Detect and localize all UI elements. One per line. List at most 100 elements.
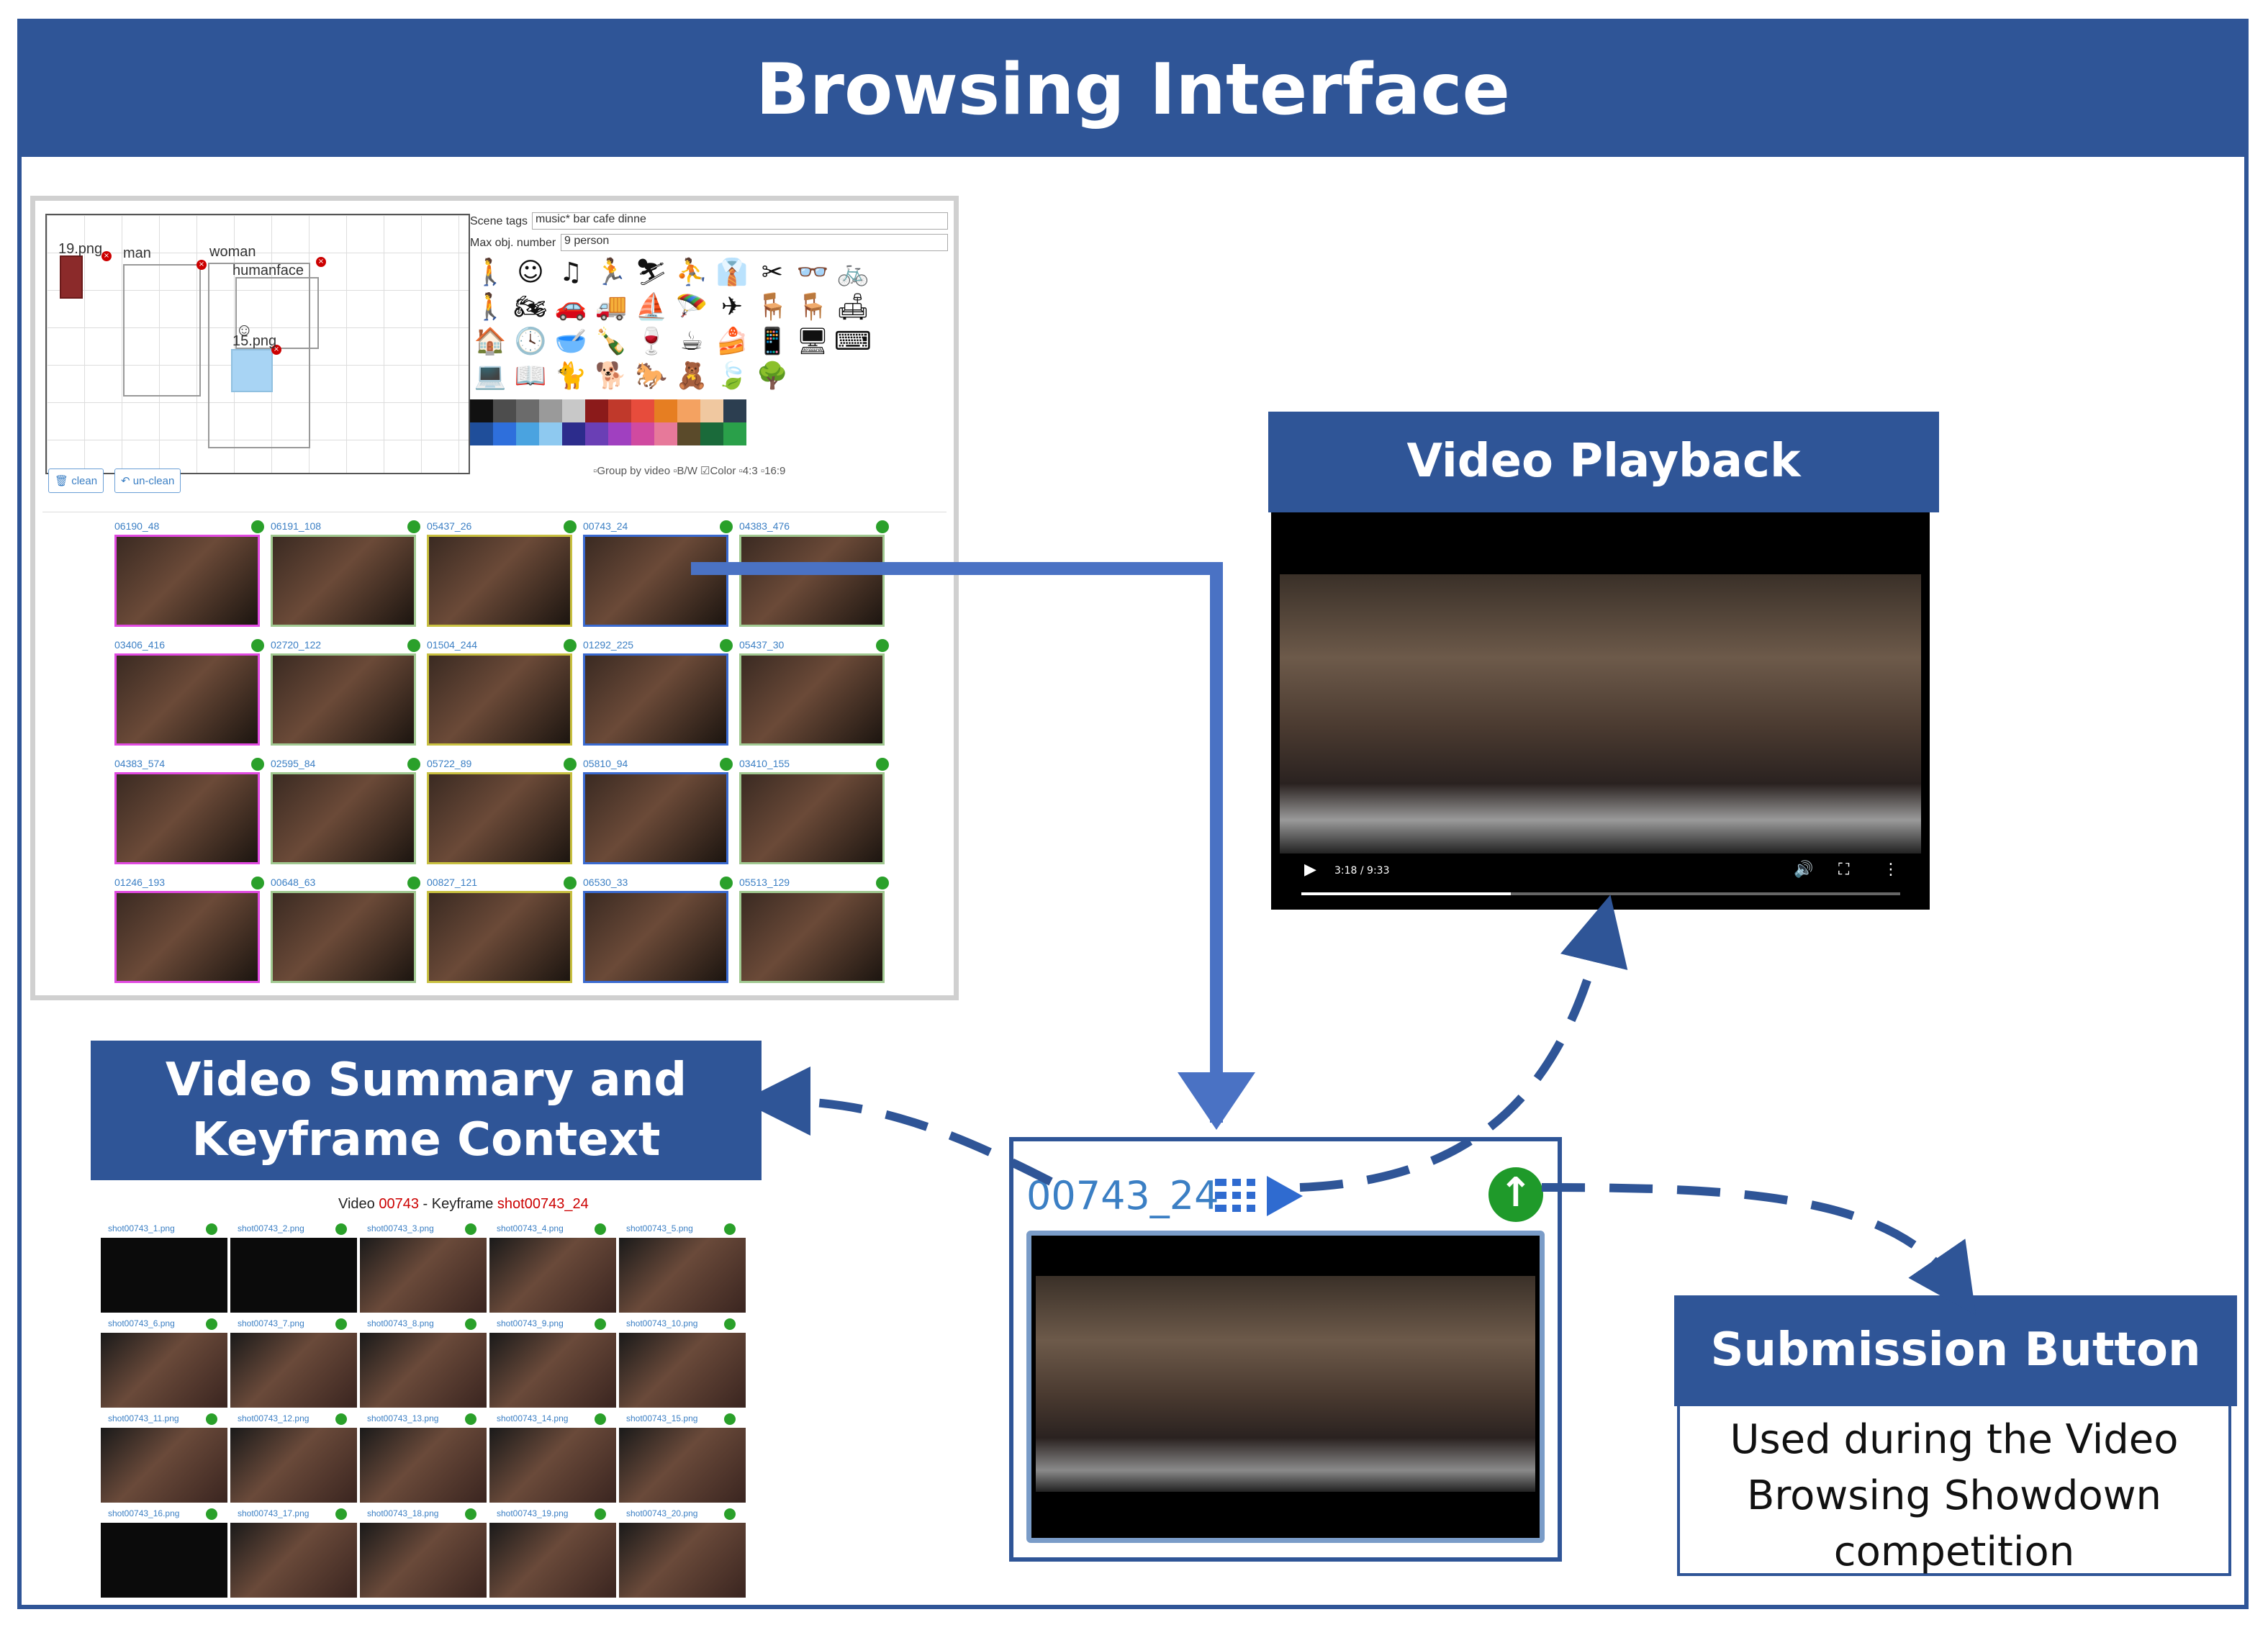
- result-thumbnail[interactable]: [739, 772, 885, 864]
- result-cell[interactable]: 05437_30: [739, 639, 895, 757]
- result-cell[interactable]: 06530_33: [583, 877, 738, 995]
- keyframe-cell[interactable]: shot00743_11.png: [101, 1413, 227, 1508]
- submit-arrow-icon[interactable]: [465, 1318, 476, 1330]
- keyframe-thumbnail[interactable]: [619, 1428, 746, 1503]
- result-cell[interactable]: 05437_26: [427, 520, 582, 638]
- keyframe-cell[interactable]: shot00743_15.png: [619, 1413, 746, 1508]
- submit-arrow-icon[interactable]: [724, 1508, 736, 1520]
- result-label[interactable]: 00648_63: [271, 877, 316, 888]
- result-label[interactable]: 01504_244: [427, 639, 478, 651]
- submit-arrow-icon[interactable]: [407, 639, 420, 652]
- submit-arrow-icon[interactable]: [335, 1413, 347, 1425]
- result-label[interactable]: 00827_121: [427, 877, 478, 888]
- keyframe-cell[interactable]: shot00743_12.png: [230, 1413, 357, 1508]
- volume-icon[interactable]: 🔊: [1794, 861, 1814, 879]
- object-icon[interactable]: 🐕: [595, 361, 628, 391]
- result-thumbnail[interactable]: [583, 891, 728, 983]
- result-thumbnail[interactable]: [271, 891, 416, 983]
- keyframe-thumbnail[interactable]: [101, 1523, 227, 1598]
- color-sketch-box[interactable]: [231, 349, 273, 392]
- result-label[interactable]: 06530_33: [583, 877, 628, 888]
- keyframe-cell[interactable]: shot00743_2.png: [230, 1223, 357, 1318]
- object-icon[interactable]: 👔: [715, 258, 749, 287]
- submit-arrow-icon[interactable]: [595, 1508, 606, 1520]
- more-icon[interactable]: ⋮: [1883, 861, 1899, 879]
- result-label[interactable]: 02720_122: [271, 639, 322, 651]
- object-icon[interactable]: 🏍: [514, 292, 547, 322]
- submit-arrow-icon[interactable]: [564, 758, 577, 771]
- object-icon[interactable]: 🚚: [595, 292, 628, 322]
- keyframe-thumbnail[interactable]: [360, 1238, 487, 1313]
- object-icon[interactable]: ⛷: [635, 258, 668, 287]
- submit-arrow-icon[interactable]: [206, 1223, 217, 1235]
- object-icon[interactable]: 🚶: [474, 292, 507, 322]
- play-icon[interactable]: [1267, 1176, 1303, 1216]
- object-icon[interactable]: 🥣: [554, 327, 587, 356]
- result-thumbnail[interactable]: [583, 653, 728, 746]
- submit-arrow-icon[interactable]: [251, 639, 264, 652]
- submit-arrow-icon[interactable]: [564, 639, 577, 652]
- submit-arrow-icon[interactable]: [564, 877, 577, 889]
- result-thumbnail[interactable]: [739, 653, 885, 746]
- progress-bar[interactable]: [1301, 892, 1900, 895]
- result-cell[interactable]: 03406_416: [114, 639, 270, 757]
- sketch-canvas[interactable]: × 19.png × man woman × humanface ☺ × 15.…: [45, 214, 470, 474]
- object-icon[interactable]: ⛹: [675, 258, 708, 287]
- object-icon[interactable]: 🌳: [756, 361, 789, 391]
- result-label[interactable]: 05810_94: [583, 758, 628, 769]
- submit-arrow-icon[interactable]: [724, 1413, 736, 1425]
- object-icon[interactable]: 🪑: [796, 292, 829, 322]
- result-cell[interactable]: 01246_193: [114, 877, 270, 995]
- keyframe-thumbnail[interactable]: [489, 1428, 616, 1503]
- object-icon[interactable]: 📱: [756, 327, 789, 356]
- result-thumbnail[interactable]: [583, 772, 728, 864]
- object-icon[interactable]: 🧸: [675, 361, 708, 391]
- remove-icon[interactable]: ×: [271, 345, 281, 355]
- color-palette[interactable]: [470, 399, 746, 445]
- object-icon[interactable]: 🚗: [554, 292, 587, 322]
- object-icon[interactable]: 📖: [514, 361, 547, 391]
- video-player[interactable]: ▶ 3:18 / 9:33 🔊 ⛶ ⋮: [1271, 512, 1930, 910]
- color-swatch[interactable]: [677, 399, 700, 422]
- submit-arrow-icon[interactable]: [251, 520, 264, 533]
- result-thumbnail[interactable]: [271, 772, 416, 864]
- result-cell[interactable]: 02595_84: [271, 758, 426, 876]
- submit-arrow-icon[interactable]: [251, 877, 264, 889]
- color-swatch[interactable]: [700, 422, 723, 445]
- play-icon[interactable]: ▶: [1304, 861, 1316, 879]
- result-label[interactable]: 01246_193: [114, 877, 166, 888]
- color-swatch[interactable]: [723, 422, 746, 445]
- object-icon[interactable]: 🏠: [474, 327, 507, 356]
- keyframe-thumbnail[interactable]: [360, 1333, 487, 1408]
- result-label[interactable]: 05437_26: [427, 520, 472, 532]
- submit-arrow-icon[interactable]: [407, 758, 420, 771]
- result-thumbnail[interactable]: [114, 891, 260, 983]
- color-swatch[interactable]: [493, 422, 516, 445]
- color-sketch-box[interactable]: [60, 255, 83, 299]
- object-icon[interactable]: ⛵: [635, 292, 668, 322]
- object-icon[interactable]: 🏃: [595, 258, 628, 287]
- submit-arrow-icon[interactable]: [876, 877, 889, 889]
- object-icon[interactable]: 🕓: [514, 327, 547, 356]
- keyframe-thumbnail[interactable]: [101, 1333, 227, 1408]
- color-swatch[interactable]: [677, 422, 700, 445]
- keyframe-cell[interactable]: shot00743_18.png: [360, 1508, 487, 1603]
- color-swatch[interactable]: [516, 422, 539, 445]
- result-thumbnail[interactable]: [739, 535, 885, 627]
- submit-arrow-icon[interactable]: [720, 639, 733, 652]
- color-swatch[interactable]: [493, 399, 516, 422]
- submit-arrow-icon[interactable]: [407, 877, 420, 889]
- object-icon[interactable]: ✂: [761, 258, 784, 287]
- object-icon[interactable]: 🪑: [756, 292, 789, 322]
- object-icon[interactable]: 🪂: [675, 292, 708, 322]
- object-icon[interactable]: 🚲: [836, 258, 869, 287]
- shot-label[interactable]: 00743_24: [1026, 1173, 1219, 1218]
- result-cell[interactable]: 00827_121: [427, 877, 582, 995]
- object-icon[interactable]: ☺: [517, 258, 544, 287]
- keyframe-thumbnail[interactable]: [101, 1238, 227, 1313]
- result-cell[interactable]: 02720_122: [271, 639, 426, 757]
- result-thumbnail[interactable]: [114, 535, 260, 627]
- color-swatch[interactable]: [470, 399, 493, 422]
- keyframe-thumbnail[interactable]: [489, 1238, 616, 1313]
- keyframe-thumbnail[interactable]: [619, 1523, 746, 1598]
